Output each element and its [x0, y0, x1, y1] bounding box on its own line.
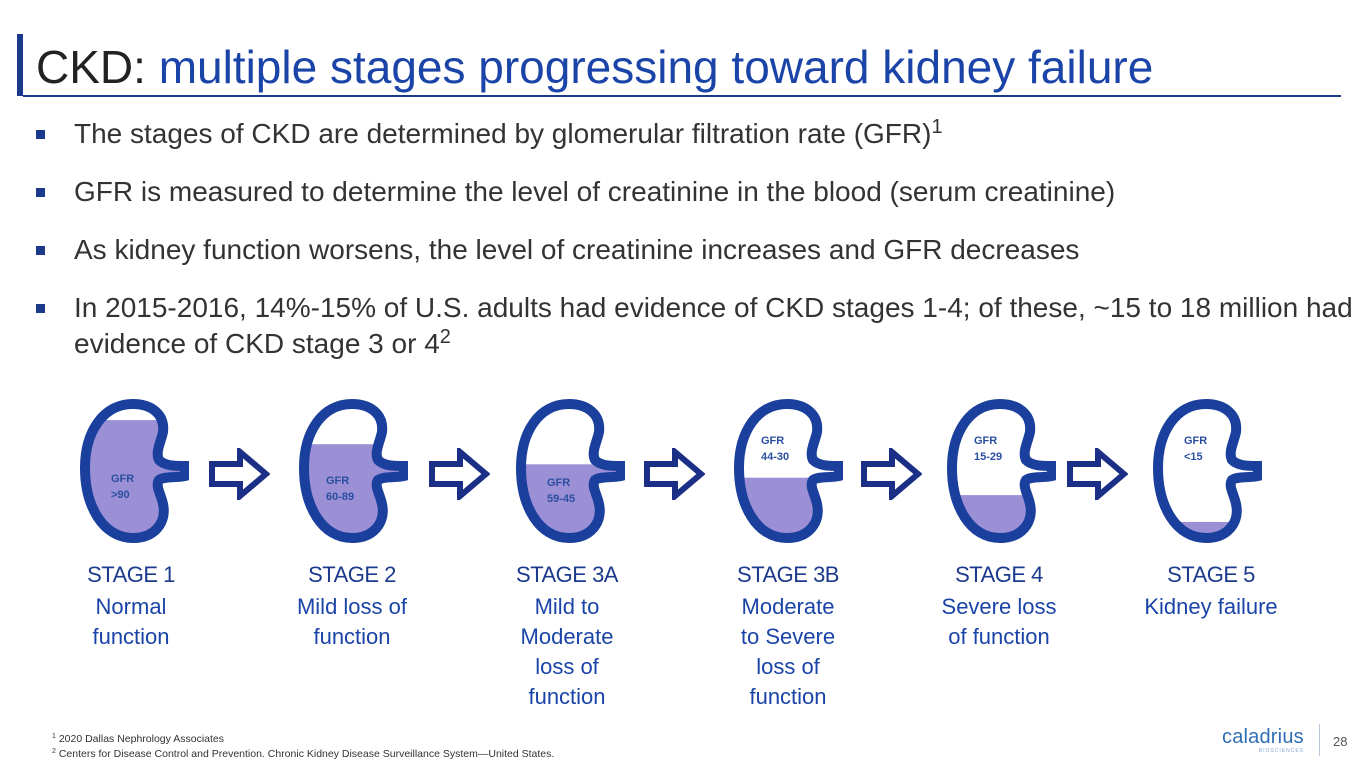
stage-1-label: STAGE 1 Normal function [46, 562, 216, 652]
stage-description: Mild loss of function [267, 592, 437, 652]
bullet-text: GFR is measured to determine the level o… [74, 176, 1116, 207]
footnotes: 1 2020 Dallas Nephrology Associates 2 Ce… [52, 732, 554, 762]
desc-line: Normal [95, 594, 167, 619]
gfr-value: 60-89 [326, 491, 354, 503]
logo-wordmark: caladrius [1222, 726, 1304, 748]
desc-line: function [92, 624, 170, 649]
right-arrow-icon [861, 448, 922, 500]
stage-description: Moderate to Severe loss of function [703, 592, 873, 712]
stage-description: Kidney failure [1126, 592, 1296, 622]
gfr-value: <15 [1184, 451, 1203, 463]
bullet-item: In 2015-2016, 14%-15% of U.S. adults had… [34, 290, 1354, 362]
stage-name: STAGE 2 [308, 562, 396, 587]
gfr-label: GFR [974, 435, 997, 447]
footnote: 2 Centers for Disease Control and Preven… [52, 747, 554, 762]
title-text: multiple stages progressing toward kidne… [158, 41, 1154, 93]
footnote-text: 2020 Dallas Nephrology Associates [58, 733, 225, 745]
gfr-label: GFR [1184, 435, 1207, 447]
kidney-icon: GFR 60-89 [296, 396, 408, 546]
stage-3a-label: STAGE 3A Mild to Moderate loss of functi… [482, 562, 652, 712]
page-number: 28 [1333, 734, 1348, 749]
desc-line: loss of [756, 654, 820, 679]
company-logo: caladrius BIOSCIENCES [1222, 726, 1304, 756]
gfr-label: GFR [111, 473, 134, 485]
gfr-label: GFR [547, 477, 570, 489]
stage-5-label: STAGE 5 Kidney failure [1126, 562, 1296, 622]
bullet-text: The stages of CKD are determined by glom… [74, 118, 932, 149]
bullet-item: GFR is measured to determine the level o… [34, 174, 1344, 210]
gfr-value: 59-45 [547, 493, 575, 505]
desc-line: function [749, 684, 827, 709]
gfr-value: 44-30 [761, 451, 789, 463]
bullet-item: As kidney function worsens, the level of… [34, 232, 1344, 268]
stage-2-label: STAGE 2 Mild loss of function [267, 562, 437, 652]
footnote-number: 1 [52, 733, 56, 740]
footer-divider [1319, 724, 1320, 756]
stage-name: STAGE 1 [87, 562, 175, 587]
desc-line: to Severe [740, 624, 836, 649]
logo-subtitle: BIOSCIENCES [1258, 748, 1304, 754]
title-accent-bar [17, 34, 23, 96]
bullet-square-icon [36, 130, 45, 139]
bullet-text: In 2015-2016, 14%-15% of U.S. adults had… [74, 292, 1353, 359]
footnote: 1 2020 Dallas Nephrology Associates [52, 732, 554, 747]
kidney-icon: GFR 59-45 [513, 396, 625, 546]
desc-line: Moderate [741, 594, 835, 619]
right-arrow-icon [209, 448, 270, 500]
bullet-square-icon [36, 246, 45, 255]
bullet-square-icon [36, 188, 45, 197]
stage-description: Mild to Moderate loss of function [482, 592, 652, 712]
kidney-icon: GFR 44-30 [731, 396, 843, 546]
bullet-text: As kidney function worsens, the level of… [74, 234, 1080, 265]
stage-name: STAGE 3A [516, 562, 618, 587]
gfr-label: GFR [761, 435, 784, 447]
gfr-label: GFR [326, 475, 349, 487]
stage-name: STAGE 4 [955, 562, 1043, 587]
bullet-list: The stages of CKD are determined by glom… [34, 116, 1353, 384]
desc-line: Severe loss [941, 594, 1057, 619]
footnote-ref: 2 [439, 326, 451, 348]
kidney-icon: GFR >90 [77, 396, 189, 546]
title-prefix: CKD: [36, 41, 146, 93]
desc-line: function [528, 684, 606, 709]
bullet-square-icon [36, 304, 45, 313]
desc-line: Kidney failure [1144, 594, 1278, 619]
kidney-icon: GFR <15 [1150, 396, 1262, 546]
stage-3b-label: STAGE 3B Moderate to Severe loss of func… [703, 562, 873, 712]
stage-description: Severe loss of function [914, 592, 1084, 652]
desc-line: Moderate [520, 624, 614, 649]
stage-name: STAGE 3B [737, 562, 839, 587]
footnote-text: Centers for Disease Control and Preventi… [58, 748, 555, 760]
desc-line: of function [948, 624, 1050, 649]
stage-description: Normal function [46, 592, 216, 652]
footnote-ref: 1 [931, 116, 943, 138]
desc-line: function [313, 624, 391, 649]
gfr-value: 15-29 [974, 451, 1002, 463]
right-arrow-icon [644, 448, 705, 500]
right-arrow-icon [429, 448, 490, 500]
desc-line: loss of [535, 654, 599, 679]
right-arrow-icon [1067, 448, 1128, 500]
desc-line: Mild to [534, 594, 600, 619]
desc-line: Mild loss of [296, 594, 408, 619]
stage-4-label: STAGE 4 Severe loss of function [914, 562, 1084, 652]
kidney-icon: GFR 15-29 [944, 396, 1056, 546]
page-title: CKD: multiple stages progressing toward … [36, 38, 1153, 96]
stage-name: STAGE 5 [1167, 562, 1255, 587]
title-divider [23, 95, 1341, 97]
bullet-item: The stages of CKD are determined by glom… [34, 116, 1344, 152]
gfr-value: >90 [111, 489, 130, 501]
footnote-number: 2 [52, 748, 56, 755]
